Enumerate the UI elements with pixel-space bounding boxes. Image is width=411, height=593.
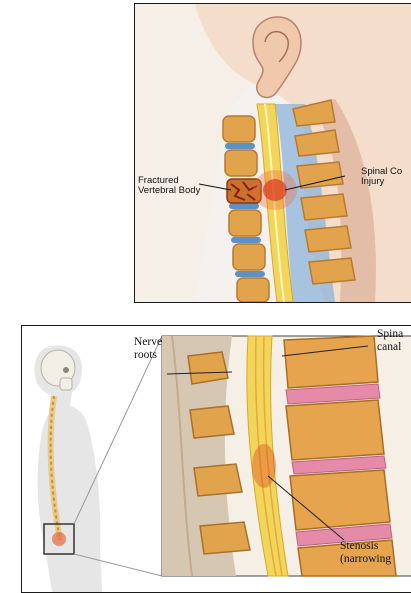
- canal-label-line1: Spina: [377, 328, 403, 341]
- stenosis-label-line1: Stenosis: [340, 540, 391, 553]
- injury-site: [253, 170, 297, 210]
- cervical-injury-figure: Fractured Vertebral Body Spinal Co Injur…: [134, 3, 411, 303]
- spinal-canal-label: Spina canal: [377, 328, 403, 354]
- fractured-vertebral-body-label: Fractured Vertebral Body: [138, 176, 200, 196]
- spinal-cord-injury-label: Spinal Co Injury: [361, 167, 402, 187]
- cord-label-line2: Injury: [361, 177, 402, 187]
- canal-label-line2: canal: [377, 341, 403, 354]
- fracture-label-line2: Vertebral Body: [138, 186, 200, 196]
- stenosis-site: [252, 444, 276, 488]
- stenosis-figure: Nerve roots Spina canal Stenosis (narrow…: [21, 325, 411, 593]
- nerve-roots-label: Nerve roots: [134, 336, 162, 362]
- cervical-injury-illustration: [135, 4, 411, 302]
- nerve-label-line2: roots: [134, 349, 162, 362]
- stenosis-label: Stenosis (narrowing: [340, 540, 391, 566]
- stenosis-label-line2: (narrowing: [340, 553, 391, 566]
- body-silhouette: [35, 346, 102, 593]
- nerve-label-line1: Nerve: [134, 336, 162, 349]
